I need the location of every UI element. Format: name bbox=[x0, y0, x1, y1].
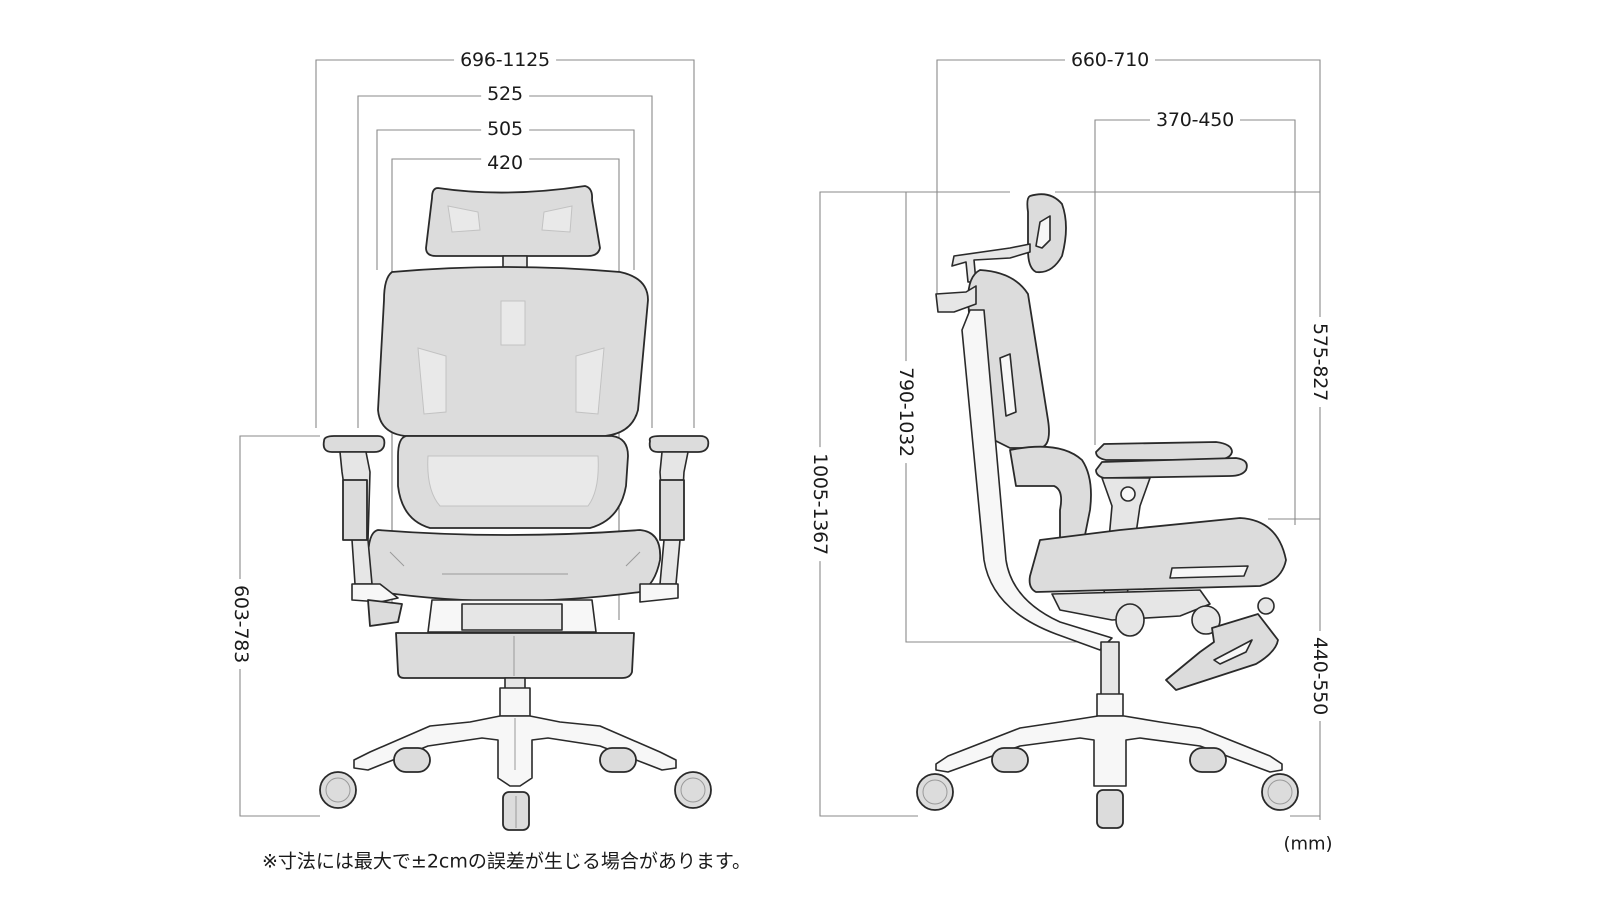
front-headrest bbox=[425, 185, 601, 257]
front-footrest bbox=[395, 632, 635, 679]
front-caster-center bbox=[502, 791, 530, 831]
dim-line-backrest-height bbox=[905, 192, 1080, 643]
label-backrest-outer-width: 525 bbox=[481, 83, 529, 105]
side-caster-back-right bbox=[1189, 747, 1227, 773]
side-footrest bbox=[1165, 613, 1279, 691]
side-frame bbox=[961, 309, 1113, 651]
side-armrest bbox=[1095, 441, 1233, 461]
side-caster-right bbox=[1261, 773, 1299, 811]
label-backrest-to-seat: 575-827 bbox=[1309, 317, 1331, 407]
label-backrest-width: 505 bbox=[481, 118, 529, 140]
front-caster-left bbox=[319, 771, 357, 809]
label-seat-width: 420 bbox=[481, 152, 529, 174]
front-armrest-right bbox=[648, 435, 710, 453]
label-overall-width: 696-1125 bbox=[454, 49, 556, 71]
side-lumbar bbox=[1009, 445, 1092, 544]
side-caster-left bbox=[916, 773, 954, 811]
front-armrest-left bbox=[322, 435, 386, 453]
label-backrest-height: 790-1032 bbox=[895, 361, 917, 463]
label-seat-height: 440-550 bbox=[1309, 631, 1331, 721]
front-caster-back-right bbox=[599, 747, 637, 773]
label-seat-depth: 370-450 bbox=[1150, 109, 1240, 131]
side-caster-center bbox=[1096, 789, 1124, 829]
label-overall-depth: 660-710 bbox=[1065, 49, 1155, 71]
side-gas-lift bbox=[1100, 641, 1120, 697]
unit-label: (mm) bbox=[1283, 833, 1333, 855]
front-caster-back-left bbox=[393, 747, 431, 773]
front-caster-right bbox=[674, 771, 712, 809]
side-base bbox=[935, 715, 1283, 787]
label-armrest-height: 603-783 bbox=[230, 579, 252, 669]
side-caster-back-left bbox=[991, 747, 1029, 773]
label-overall-height: 1005-1367 bbox=[809, 447, 831, 561]
tolerance-note: ※寸法には最大で±2cmの誤差が生じる場合があります。 bbox=[262, 850, 751, 873]
